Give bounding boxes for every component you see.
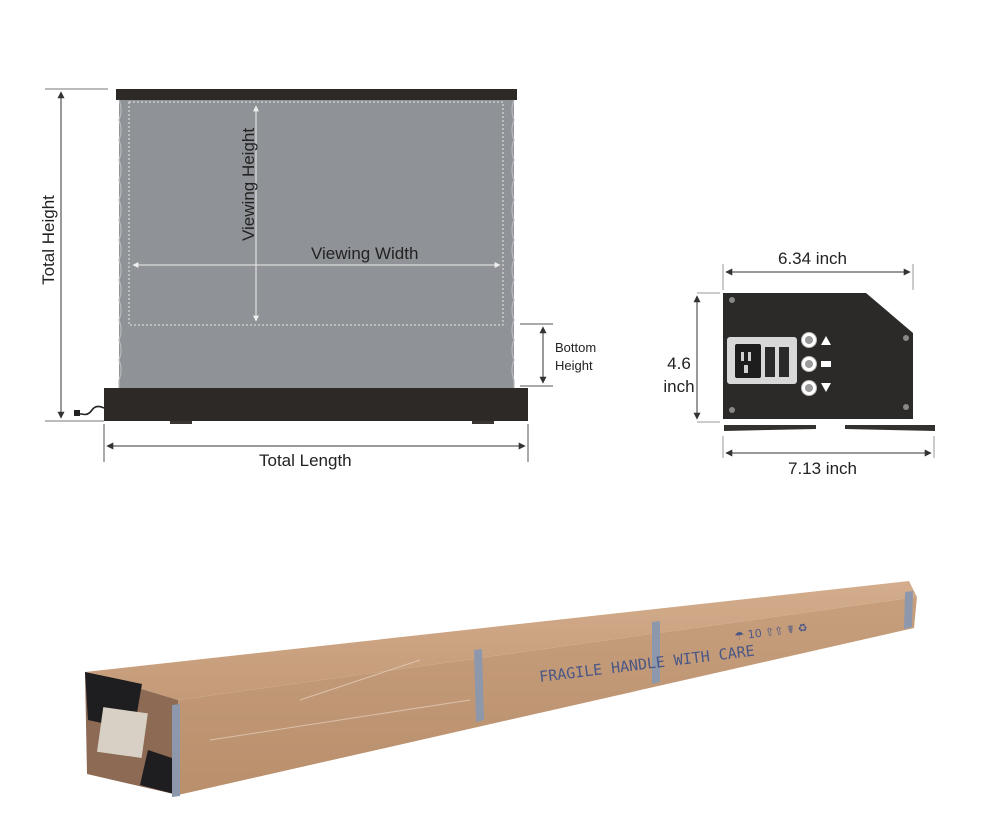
control-box-height: 4.6 inch xyxy=(663,354,695,396)
total-length-label: Total Length xyxy=(259,451,352,470)
foot-left xyxy=(170,421,192,424)
screen-left-edge xyxy=(118,99,122,388)
total-height-label: Total Height xyxy=(39,195,58,285)
control-box-top-width: 6.34 inch xyxy=(778,249,847,268)
box-top-face xyxy=(85,581,917,700)
foot-right xyxy=(472,421,494,424)
power-switch xyxy=(765,347,775,377)
triangle-up-icon xyxy=(821,336,831,345)
bracket-left xyxy=(724,425,816,431)
power-cord-icon xyxy=(78,405,105,416)
screen-diagram xyxy=(45,88,553,462)
screen-right-edge xyxy=(511,99,515,388)
control-box-bottom-width: 7.13 inch xyxy=(788,459,857,478)
bracket-right xyxy=(845,425,935,431)
shipping-box-photo: FRAGILE HANDLE WITH CARE ☂ 10 ⇧⇧ ☤ ♻ xyxy=(85,581,917,797)
strap-left xyxy=(172,704,180,797)
strap-end xyxy=(904,591,913,629)
triangle-down-icon xyxy=(821,383,831,392)
base-housing xyxy=(104,388,528,421)
viewing-area-outline xyxy=(128,101,504,326)
stop-icon xyxy=(821,361,831,367)
box-front-face xyxy=(178,597,917,795)
strap-middle xyxy=(474,649,484,722)
screen-surface xyxy=(119,100,514,388)
top-bar xyxy=(116,89,517,100)
control-box-body xyxy=(723,293,913,419)
strap-right xyxy=(652,621,660,684)
control-box xyxy=(693,264,935,458)
viewing-height-label: Viewing Height xyxy=(239,127,258,241)
viewing-width-label: Viewing Width xyxy=(311,244,419,263)
bottom-height-label: Bottom Height xyxy=(555,340,597,373)
